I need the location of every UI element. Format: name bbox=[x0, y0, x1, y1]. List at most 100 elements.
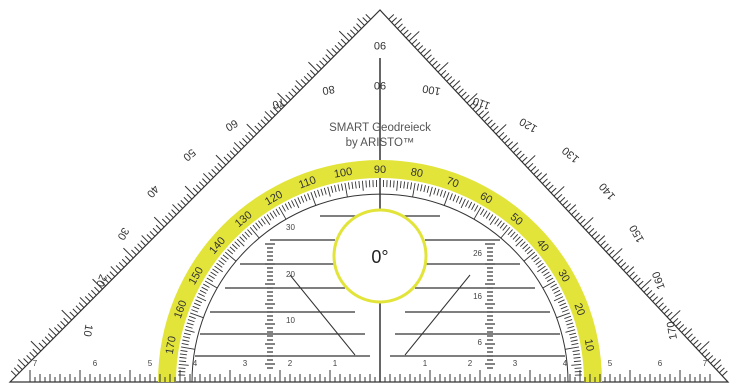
edge-tick bbox=[670, 310, 680, 320]
edge-tick bbox=[534, 170, 539, 175]
edge-tick bbox=[196, 185, 201, 190]
edge-tick bbox=[618, 259, 623, 264]
baseline-label: 5 bbox=[148, 359, 153, 368]
edge-tick bbox=[162, 219, 167, 224]
baseline-label: 5 bbox=[608, 359, 613, 368]
edge-tick bbox=[415, 42, 420, 47]
baseline-label: 1 bbox=[423, 359, 428, 368]
edge-tick bbox=[421, 49, 426, 54]
edge-tick bbox=[289, 92, 294, 97]
edge-tick bbox=[185, 186, 195, 196]
edge-tick bbox=[644, 287, 649, 292]
edge-tick bbox=[203, 173, 210, 180]
outer-degree-label: 10 bbox=[81, 323, 95, 337]
edge-tick bbox=[249, 132, 254, 137]
outer-degree-label: 30 bbox=[115, 225, 132, 242]
edge-tick bbox=[621, 263, 626, 268]
edge-tick bbox=[574, 213, 579, 218]
edge-tick bbox=[699, 341, 709, 351]
edge-tick bbox=[11, 371, 16, 376]
edge-tick bbox=[209, 172, 214, 177]
edge-tick bbox=[554, 186, 564, 196]
edge-tick bbox=[184, 197, 189, 202]
edge-tick bbox=[583, 217, 593, 227]
edge-tick bbox=[693, 340, 698, 345]
edge-tick bbox=[702, 349, 707, 354]
edge-tick bbox=[234, 142, 241, 149]
edge-tick bbox=[350, 30, 355, 35]
edge-tick bbox=[502, 135, 507, 140]
edge-tick bbox=[110, 272, 115, 277]
baseline-label: 4 bbox=[563, 359, 568, 368]
edge-tick bbox=[31, 341, 41, 351]
outer-degree-label: 50 bbox=[181, 146, 198, 163]
edge-tick bbox=[131, 250, 136, 255]
outer-degree-label: 70 bbox=[271, 95, 287, 110]
edge-tick bbox=[479, 111, 484, 116]
edge-tick bbox=[592, 232, 597, 237]
edge-tick bbox=[57, 324, 62, 329]
edge-tick bbox=[682, 328, 687, 333]
edge-tick bbox=[49, 328, 56, 335]
edge-tick bbox=[528, 163, 533, 168]
edge-tick bbox=[499, 132, 504, 137]
edge-tick bbox=[435, 64, 440, 69]
edge-tick bbox=[412, 39, 417, 44]
edge-tick bbox=[406, 33, 411, 38]
edge-tick bbox=[73, 309, 78, 314]
edge-tick bbox=[218, 163, 223, 168]
edge-tick bbox=[638, 281, 643, 286]
edge-tick bbox=[586, 225, 591, 230]
edge-tick bbox=[111, 266, 118, 273]
baseline-label: 4 bbox=[193, 359, 198, 368]
brand-line-1: SMART Geodreieck bbox=[329, 122, 431, 134]
outer-degree-label: 40 bbox=[144, 183, 161, 200]
edge-tick bbox=[339, 31, 349, 41]
edge-tick bbox=[653, 297, 658, 302]
edge-tick bbox=[650, 294, 655, 299]
edge-tick bbox=[397, 24, 402, 29]
edge-tick bbox=[61, 321, 66, 326]
edge-tick bbox=[560, 197, 565, 202]
edge-tick bbox=[719, 368, 724, 373]
edge-tick bbox=[426, 55, 431, 60]
band-degree-label: 80 bbox=[410, 166, 424, 180]
edge-tick bbox=[178, 203, 183, 208]
outer-degree-label: 140 bbox=[597, 180, 618, 202]
edge-tick bbox=[450, 80, 455, 85]
edge-tick bbox=[531, 166, 536, 171]
edge-tick bbox=[537, 173, 542, 178]
edge-tick bbox=[308, 62, 318, 72]
outer-degree-label: 150 bbox=[627, 223, 647, 245]
edge-tick bbox=[255, 126, 260, 131]
edge-tick bbox=[464, 95, 469, 100]
edge-tick bbox=[548, 185, 553, 190]
edge-tick bbox=[258, 123, 263, 128]
edge-tick bbox=[347, 33, 352, 38]
edge-tick bbox=[265, 111, 272, 118]
edge-tick bbox=[455, 86, 460, 91]
edge-tick bbox=[14, 368, 19, 373]
edge-tick bbox=[513, 148, 518, 153]
edge-tick bbox=[493, 126, 498, 131]
edge-tick bbox=[323, 58, 328, 63]
edge-tick bbox=[641, 279, 651, 289]
edge-tick bbox=[551, 188, 556, 193]
edge-tick bbox=[557, 194, 562, 199]
edge-tick bbox=[310, 70, 315, 75]
edge-tick bbox=[76, 306, 81, 311]
edge-tick bbox=[202, 179, 207, 184]
edge-tick bbox=[45, 337, 50, 342]
edge-tick bbox=[119, 262, 124, 267]
baseline-label: 7 bbox=[33, 359, 38, 368]
edge-tick bbox=[487, 120, 492, 125]
edge-tick bbox=[172, 204, 179, 211]
edge-tick bbox=[338, 42, 343, 47]
edge-tick bbox=[432, 61, 437, 66]
edge-tick bbox=[154, 217, 164, 227]
edge-tick bbox=[332, 48, 337, 53]
edge-tick bbox=[525, 155, 535, 165]
edge-tick bbox=[80, 297, 87, 304]
edge-tick bbox=[88, 293, 93, 298]
